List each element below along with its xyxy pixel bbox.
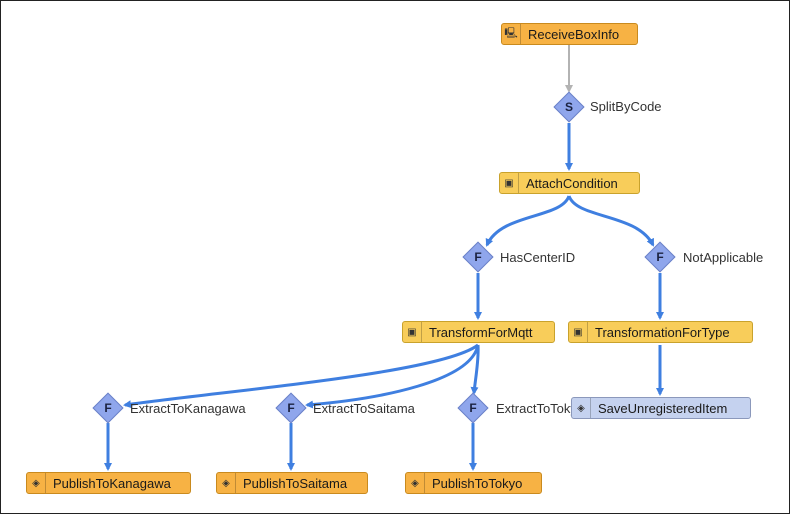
node-label: ReceiveBoxInfo xyxy=(528,26,620,42)
gate-letter: F xyxy=(474,250,482,264)
node-label: PublishToSaitama xyxy=(243,475,348,491)
publish-icon: ◈ xyxy=(27,473,46,493)
node-transform-for-mqtt[interactable]: ▣ TransformForMqtt xyxy=(402,321,555,343)
gate-letter: F xyxy=(287,401,295,415)
node-publish-to-kanagawa[interactable]: ◈ PublishToKanagawa xyxy=(26,472,191,494)
edge-mqtt-to-kanagawa xyxy=(123,343,479,409)
step-icon: ▣ xyxy=(500,173,519,193)
edge-mqtt-to-tokyo xyxy=(470,344,480,395)
node-label: PublishToTokyo xyxy=(432,475,523,491)
node-label: TransformationForType xyxy=(595,324,730,340)
node-label: TransformForMqtt xyxy=(429,324,533,340)
node-save-unregistered-item[interactable]: ◈ SaveUnregisteredItem xyxy=(571,397,751,419)
publish-icon: ◈ xyxy=(572,398,591,418)
gate-label-split-by-code: SplitByCode xyxy=(590,99,662,114)
gate-letter: S xyxy=(564,100,573,114)
edge-mqtt-to-saitama xyxy=(305,344,480,409)
publish-icon: ◈ xyxy=(217,473,236,493)
step-icon: ▣ xyxy=(403,322,422,342)
node-receive-box-info[interactable]: 🖳 ReceiveBoxInfo xyxy=(501,23,638,45)
node-label: PublishToKanagawa xyxy=(53,475,171,491)
gate-letter: F xyxy=(104,401,112,415)
step-icon: ▣ xyxy=(569,322,588,342)
node-label: SaveUnregisteredItem xyxy=(598,400,728,416)
gate-label-extract-to-kanagawa: ExtractToKanagawa xyxy=(130,401,246,416)
node-publish-to-tokyo[interactable]: ◈ PublishToTokyo xyxy=(405,472,542,494)
node-transformation-for-type[interactable]: ▣ TransformationForType xyxy=(568,321,753,343)
gate-letter: F xyxy=(469,401,477,415)
publish-icon: ◈ xyxy=(406,473,425,493)
gate-label-not-applicable: NotApplicable xyxy=(683,250,764,265)
gate-label-extract-to-saitama: ExtractToSaitama xyxy=(313,401,415,416)
node-publish-to-saitama[interactable]: ◈ PublishToSaitama xyxy=(216,472,368,494)
node-attach-condition[interactable]: ▣ AttachCondition xyxy=(499,172,640,194)
receive-icon: 🖳 xyxy=(502,24,521,44)
edge-attach-to-hascenterid xyxy=(485,195,571,247)
gate-label-extract-to-tokyo: ExtractToTokyo xyxy=(496,401,571,416)
gate-label-has-center-id: HasCenterID xyxy=(500,250,576,265)
gate-letter: F xyxy=(656,250,664,264)
edge-attach-to-notapplicable xyxy=(567,195,655,247)
node-label: AttachCondition xyxy=(526,175,618,191)
